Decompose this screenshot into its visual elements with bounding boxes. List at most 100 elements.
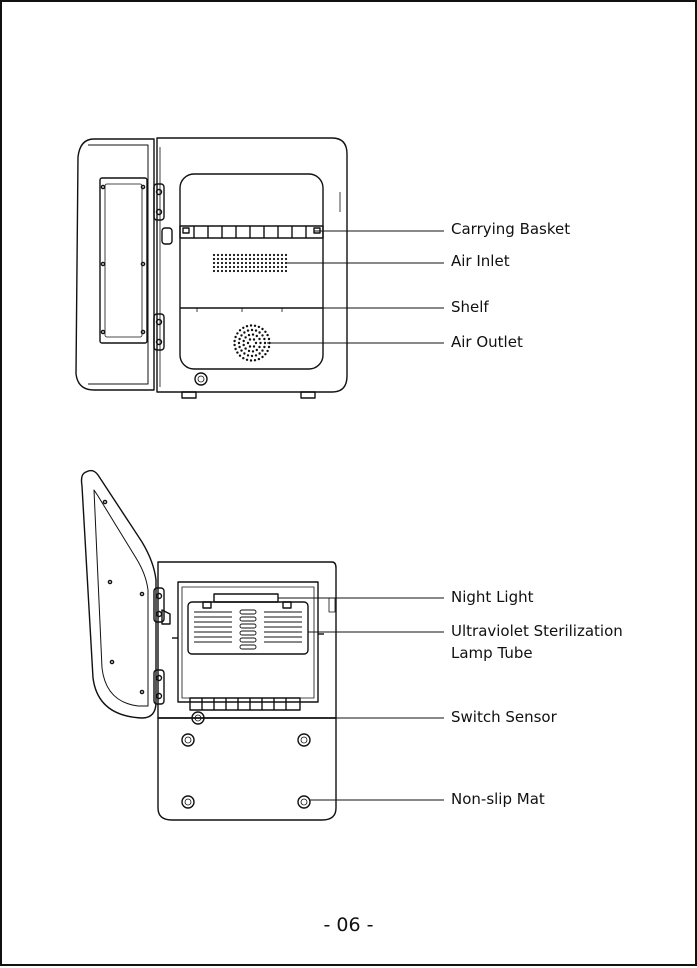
inlet-hole	[285, 266, 287, 268]
inlet-hole	[233, 262, 235, 264]
air-outlet-vent	[233, 324, 270, 361]
inlet-hole	[237, 270, 239, 272]
outlet-hole	[234, 336, 236, 338]
inlet-hole	[221, 266, 223, 268]
outlet-hole	[255, 342, 257, 344]
inlet-hole	[269, 258, 271, 260]
inlet-hole	[257, 254, 259, 256]
inlet-hole	[285, 258, 287, 260]
inlet-hole	[233, 254, 235, 256]
inlet-hole	[265, 258, 267, 260]
inlet-hole	[225, 258, 227, 260]
outlet-hole	[244, 336, 246, 338]
outlet-hole	[243, 340, 245, 342]
outlet-hole	[266, 350, 268, 352]
outlet-hole	[253, 338, 255, 340]
inlet-hole	[221, 258, 223, 260]
inlet-hole	[277, 258, 279, 260]
inlet-hole	[225, 262, 227, 264]
outlet-hole	[263, 338, 265, 340]
inlet-hole	[225, 270, 227, 272]
inlet-hole	[245, 270, 247, 272]
inlet-hole	[225, 266, 227, 268]
inlet-hole	[253, 262, 255, 264]
inlet-hole	[253, 270, 255, 272]
leader-lines-bottom	[204, 598, 444, 800]
uv-lamp-slots	[194, 610, 302, 649]
inlet-hole	[257, 262, 259, 264]
inlet-hole	[213, 266, 215, 268]
outlet-hole	[263, 346, 265, 348]
outlet-hole	[255, 354, 257, 356]
inlet-hole	[277, 270, 279, 272]
inlet-hole	[257, 258, 259, 260]
inlet-hole	[269, 262, 271, 264]
uv-center-slot	[240, 638, 256, 642]
uv-center-slot	[240, 617, 256, 621]
label-non-slip-mat: Non-slip Mat	[451, 788, 545, 810]
outlet-hole	[250, 359, 252, 361]
outlet-hole	[238, 342, 240, 344]
outlet-hole	[264, 353, 266, 355]
inlet-hole	[285, 262, 287, 264]
inlet-hole	[245, 266, 247, 268]
outlet-hole	[248, 334, 250, 336]
inlet-hole	[257, 266, 259, 268]
inlet-hole	[281, 254, 283, 256]
inlet-hole	[237, 254, 239, 256]
inlet-hole	[217, 258, 219, 260]
inlet-hole	[229, 262, 231, 264]
inlet-hole	[265, 254, 267, 256]
inlet-hole	[277, 254, 279, 256]
inlet-hole	[265, 262, 267, 264]
cabinet-body-bottom	[158, 562, 336, 820]
inlet-hole	[225, 254, 227, 256]
inlet-hole	[281, 258, 283, 260]
outlet-hole	[258, 358, 260, 360]
inlet-hole	[261, 270, 263, 272]
label-air-inlet: Air Inlet	[451, 250, 510, 272]
inlet-hole	[261, 258, 263, 260]
inlet-hole	[229, 270, 231, 272]
inlet-hole	[217, 254, 219, 256]
label-uv-lamp-line1: Ultraviolet Sterilization	[451, 620, 623, 642]
door-panel-top	[76, 139, 154, 390]
outlet-hole	[258, 346, 260, 348]
outlet-hole	[261, 328, 263, 330]
outlet-hole	[233, 344, 235, 346]
inlet-hole	[241, 266, 243, 268]
inlet-hole	[241, 270, 243, 272]
inlet-hole	[249, 254, 251, 256]
outlet-hole	[259, 342, 261, 344]
inlet-hole	[281, 270, 283, 272]
outlet-hole	[233, 340, 235, 342]
outlet-hole	[252, 333, 254, 335]
inlet-hole	[277, 262, 279, 264]
leader-lines-top	[267, 231, 444, 343]
inlet-hole	[213, 258, 215, 260]
outlet-hole	[240, 334, 242, 336]
outlet-hole	[242, 357, 244, 359]
outlet-hole	[242, 327, 244, 329]
inlet-hole	[269, 270, 271, 272]
inlet-hole	[273, 266, 275, 268]
inlet-hole	[245, 254, 247, 256]
inlet-hole	[233, 266, 235, 268]
inlet-hole	[277, 266, 279, 268]
outlet-hole	[268, 338, 270, 340]
outlet-hole	[258, 338, 260, 340]
outlet-hole	[268, 346, 270, 348]
outlet-hole	[250, 324, 252, 326]
uv-center-slot	[240, 624, 256, 628]
outlet-hole	[258, 352, 260, 354]
outlet-hole	[240, 349, 242, 351]
outlet-hole	[261, 349, 263, 351]
inlet-hole	[245, 262, 247, 264]
inlet-hole	[249, 258, 251, 260]
outlet-hole	[246, 325, 248, 327]
label-shelf: Shelf	[451, 296, 489, 318]
inlet-hole	[261, 254, 263, 256]
inlet-hole	[237, 266, 239, 268]
